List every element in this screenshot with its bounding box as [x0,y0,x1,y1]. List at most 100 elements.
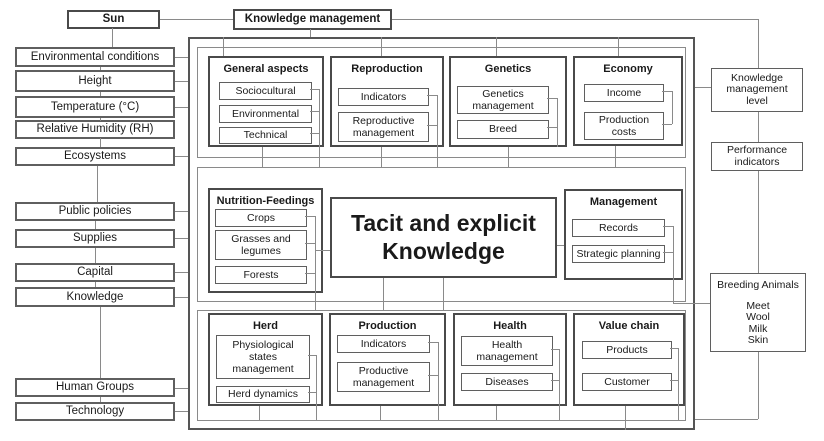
node-breeding-animals: Breeding Animals Meet Wool Milk Skin [710,273,806,352]
connector-line [95,221,96,229]
connector-line [678,348,679,421]
node-relative-humidity: Relative Humidity (RH) [15,120,175,139]
connector-line [175,107,188,108]
group-nutrition-feedings: Nutrition-Feedings Crops Grasses and leg… [208,188,323,293]
node-genetics-management: Genetics management [457,86,549,114]
connector-line [695,419,758,420]
connector-line [663,252,673,253]
connector-line [308,355,316,356]
connector-line [175,156,188,157]
connector-line [428,375,438,376]
connector-line [319,89,320,167]
group-title: Herd [252,320,279,332]
group-economy: Economy Income Production costs [573,56,683,146]
connector-line [758,19,759,68]
node-strategic-planning: Strategic planning [572,245,665,263]
connector-line [175,238,188,239]
connector-line [670,380,678,381]
node-supplies: Supplies [15,229,175,248]
connector-line [438,342,439,421]
connector-line [508,147,509,167]
connector-line [175,211,188,212]
connector-line [175,411,188,412]
group-genetics: Genetics Genetics management Breed [449,56,567,147]
node-productive-management: Productive management [337,362,430,392]
connector-line [673,303,710,304]
connector-line [310,133,319,134]
node-forests: Forests [215,266,307,284]
connector-line [551,349,559,350]
connector-line [557,98,558,147]
connector-line [305,216,315,217]
node-reproductive-management: Reproductive management [338,112,429,142]
node-knowledge-management: Knowledge management [233,9,392,30]
connector-line [496,37,497,56]
row3-frame [197,310,686,421]
node-production-costs: Production costs [584,112,664,140]
node-production-indicators: Indicators [337,335,430,353]
connector-line [305,243,315,244]
group-title: Health [493,320,527,332]
connector-line [625,406,626,430]
group-value-chain: Value chain Products Customer [573,313,685,406]
connector-line [672,91,673,124]
connector-line [305,273,315,274]
row2-frame [197,167,686,302]
node-performance-indicators: Performance indicators [711,142,803,171]
connector-line [100,92,101,96]
connector-line [428,342,438,343]
connector-line [437,95,438,167]
connector-line [100,307,101,378]
node-health-management: Health management [461,336,553,366]
group-title: Production [358,320,417,332]
node-knowledge-management-level: Knowledge management level [711,68,803,112]
node-ecosystems: Ecosystems [15,147,175,166]
node-technical: Technical [219,127,312,144]
connector-line [662,124,672,125]
node-indicators: Indicators [338,88,429,106]
group-title: Management [589,196,658,208]
node-knowledge: Knowledge [15,287,175,307]
connector-line [175,272,188,273]
group-title: Reproduction [351,63,423,75]
connector-line [383,278,384,310]
group-title: Economy [603,63,653,75]
group-title: Value chain [598,320,660,332]
node-physiological-states-management: Physiological states management [216,335,310,379]
connector-line [381,37,382,56]
connector-line [310,111,319,112]
node-diseases: Diseases [461,373,553,391]
breeding-animals-title: Breeding Animals [717,279,799,291]
connector-line [392,19,758,20]
node-capital: Capital [15,263,175,282]
connector-line [175,297,188,298]
node-breed: Breed [457,120,549,139]
connector-line [100,67,101,70]
node-records: Records [572,219,665,237]
connector-line [308,392,316,393]
connector-line [758,112,759,142]
group-reproduction: Reproduction Indicators Reproductive man… [330,56,444,147]
connector-line [175,81,188,82]
connector-line [315,250,330,251]
node-herd-dynamics: Herd dynamics [216,386,310,403]
connector-line [496,406,497,421]
connector-line [427,95,437,96]
node-products: Products [582,341,672,359]
connector-line [547,127,557,128]
central-outer-frame [188,37,695,430]
connector-line [670,348,678,349]
node-crops: Crops [215,209,307,227]
connector-line [695,87,711,88]
node-temperature: Temperature (°C) [15,96,175,118]
node-human-groups: Human Groups [15,378,175,397]
connector-line [381,147,382,167]
group-title: Genetics [484,63,532,75]
connector-line [663,226,673,227]
connector-line [95,248,96,263]
connector-line [160,19,233,20]
node-income: Income [584,84,664,102]
node-height: Height [15,70,175,92]
connector-line [175,388,188,389]
